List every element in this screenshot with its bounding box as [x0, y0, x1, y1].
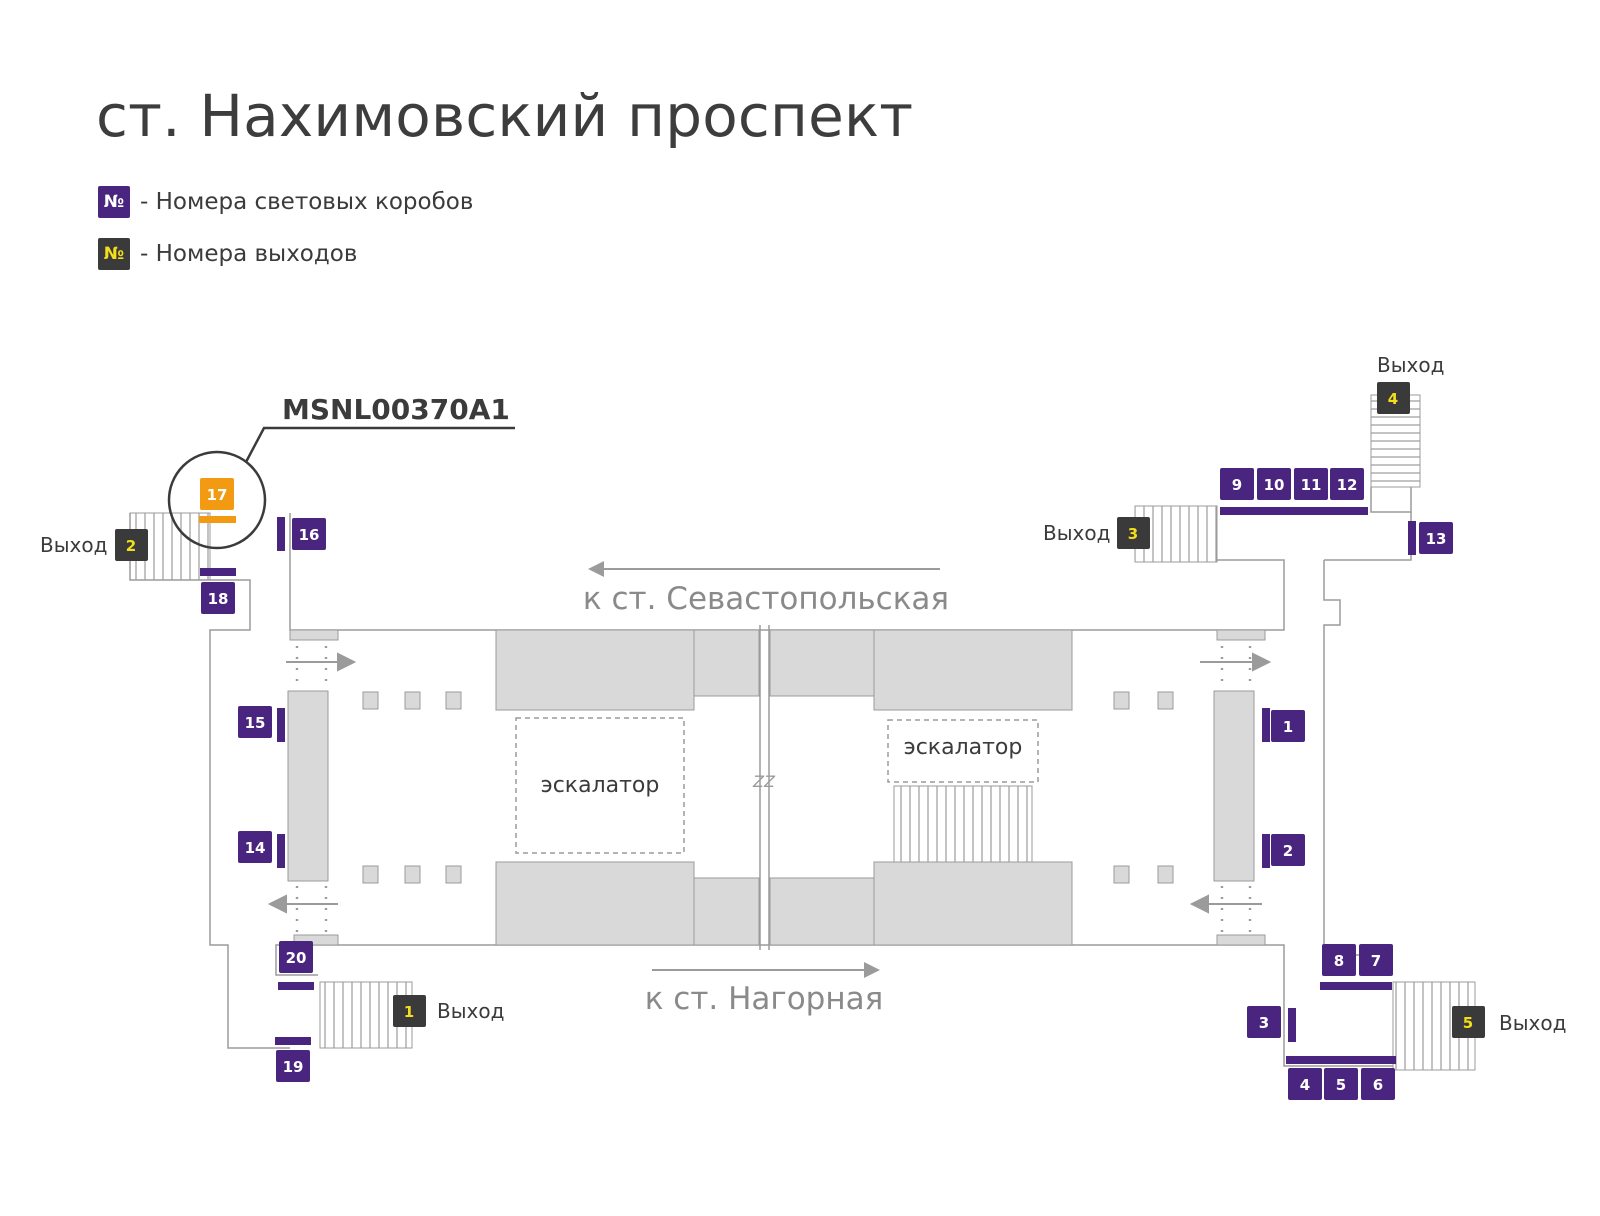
lightbox-17-bar: [199, 516, 236, 523]
lightbox-11-badge[interactable]: [1294, 468, 1328, 500]
exit-5-number: 5: [1463, 1014, 1473, 1032]
lightbox-8-badge[interactable]: [1322, 944, 1356, 976]
lightbox-16-badge[interactable]: [292, 518, 326, 550]
highlight-callout: MSNL00370A1 17: [167, 393, 515, 550]
lightbox-3-number: 3: [1259, 1014, 1269, 1032]
lightbox-19-number: 19: [283, 1058, 304, 1076]
lightbox-10-number: 10: [1264, 476, 1285, 494]
escalator-right: [887, 719, 1039, 783]
lightbox-2-number: 2: [1283, 842, 1293, 860]
exit-5-label: Выход: [1499, 1011, 1566, 1035]
lightbox-20-number: 20: [286, 949, 307, 967]
exit-4-number: 4: [1388, 390, 1398, 408]
exit-1-number: 1: [404, 1003, 414, 1021]
arrow-left-icon: [1189, 894, 1209, 914]
escalator-right-label: эскалатор: [904, 735, 1023, 760]
escalator-left: [515, 717, 685, 854]
lightbox-20-badge[interactable]: [279, 941, 313, 973]
escalator-left-label: эскалатор: [541, 773, 660, 798]
lightbox-3-badge[interactable]: [1247, 1006, 1281, 1038]
lightbox-11-number: 11: [1301, 476, 1322, 494]
lightbox-16-number: 16: [299, 526, 320, 544]
exit-4-badge[interactable]: [1377, 382, 1410, 414]
lightbox-12-number: 12: [1337, 476, 1358, 494]
exit-4-label: Выход: [1377, 353, 1444, 377]
exit-3-number: 3: [1128, 525, 1138, 543]
exit-badges: 1 2 3 4 5: [115, 382, 1485, 1038]
turnstile-dots: [295, 646, 1252, 932]
arrow-right-icon: [1252, 652, 1272, 672]
lightbox-17-badge[interactable]: [200, 478, 234, 510]
exit-1-label: Выход: [437, 999, 504, 1023]
lightbox-5-badge[interactable]: [1324, 1068, 1358, 1100]
direction-top: к ст. Севастопольская: [583, 561, 949, 617]
arrow-right-icon: [337, 652, 357, 672]
lightbox-14-badge[interactable]: [238, 831, 272, 863]
legend-lightboxes-label: - Номера световых коробов: [140, 189, 474, 215]
lightbox-17-number: 17: [207, 486, 228, 504]
lightbox-7-badge[interactable]: [1359, 944, 1393, 976]
legend-lightboxes: № - Номера световых коробов: [98, 186, 473, 218]
lightbox-13-number: 13: [1426, 530, 1447, 548]
lightbox-6-number: 6: [1373, 1076, 1383, 1094]
exit-2-label: Выход: [40, 533, 107, 557]
lightbox-10-badge[interactable]: [1257, 468, 1291, 500]
arrow-left-icon: [588, 561, 604, 577]
lightbox-badges: 1 2 3 4 5 6 7 8 9 10 11 12 13 14 15 16 1…: [201, 468, 1453, 1100]
lightbox-6-badge[interactable]: [1361, 1068, 1395, 1100]
lightbox-bars: [200, 507, 1416, 1064]
direction-bottom: к ст. Нагорная: [645, 962, 884, 1017]
lightbox-2-badge[interactable]: [1271, 834, 1305, 866]
highlight-code: MSNL00370A1: [282, 393, 510, 426]
exit-legend-swatch-symbol: №: [98, 238, 130, 270]
exit-5-badge[interactable]: [1452, 1006, 1485, 1038]
track-break-label: ZZ: [752, 772, 776, 791]
lightbox-9-number: 9: [1232, 476, 1242, 494]
platform-structures: [287, 629, 1266, 946]
legend-exits: - Номера выходов № - Номера выходов: [98, 238, 357, 270]
exit-3-badge[interactable]: [1117, 517, 1150, 549]
exit-2-badge[interactable]: [115, 529, 148, 561]
track-divider: [759, 625, 770, 950]
arrow-left-icon: [267, 894, 287, 914]
lightbox-12-badge[interactable]: [1330, 468, 1364, 500]
lightbox-19-badge[interactable]: [276, 1050, 310, 1082]
lightbox-4-number: 4: [1300, 1076, 1310, 1094]
exit-labels: Выход Выход Выход Выход Выход: [40, 353, 1566, 1035]
escalator-steps: [893, 785, 1033, 863]
flow-arrows: [267, 652, 1272, 914]
exit-3-label: Выход: [1043, 521, 1110, 545]
lightbox-18-number: 18: [208, 590, 229, 608]
lightbox-8-number: 8: [1334, 952, 1344, 970]
lightbox-5-number: 5: [1336, 1076, 1346, 1094]
lightbox-15-number: 15: [245, 714, 266, 732]
lightbox-1-badge[interactable]: [1271, 710, 1305, 742]
lightbox-14-number: 14: [245, 839, 266, 857]
lightbox-legend-swatch: №: [98, 186, 130, 218]
direction-top-label: к ст. Севастопольская: [583, 581, 949, 617]
direction-bottom-label: к ст. Нагорная: [645, 981, 884, 1017]
lightbox-13-badge[interactable]: [1419, 522, 1453, 554]
pillars: [362, 691, 1174, 884]
lightbox-15-badge[interactable]: [238, 706, 272, 738]
lightbox-7-number: 7: [1371, 952, 1381, 970]
exit-1-badge[interactable]: [393, 995, 426, 1027]
lightbox-4-badge[interactable]: [1288, 1068, 1322, 1100]
lightbox-1-number: 1: [1283, 718, 1293, 736]
lightbox-9-badge[interactable]: [1220, 468, 1254, 500]
exit-2-number: 2: [126, 537, 136, 555]
legend-exits-label: - Номера выходов: [140, 241, 358, 267]
page-title: ст. Нахимовский проспект: [96, 82, 914, 150]
arrow-right-icon: [864, 962, 880, 978]
lightbox-18-badge[interactable]: [201, 582, 235, 614]
